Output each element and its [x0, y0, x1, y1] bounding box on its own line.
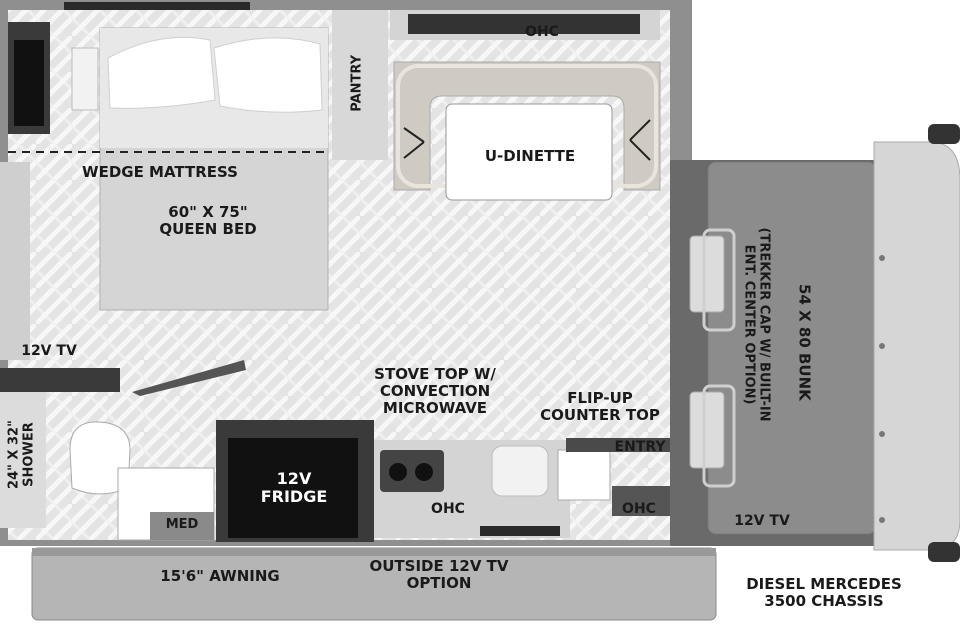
shower	[0, 392, 46, 528]
cab-seat-passenger	[689, 391, 725, 469]
bed-label: 60" X 75" QUEEN BED	[116, 204, 300, 238]
stove-line2: CONVECTION	[379, 381, 491, 400]
bunk-label: 54 X 80 BUNK	[795, 284, 814, 401]
entry-step	[612, 486, 670, 516]
ohc-entry-label: OHC	[622, 501, 656, 517]
flip-line1: FLIP-UP	[567, 389, 633, 407]
bed-size-label: 60" X 75"	[168, 203, 248, 221]
pantry	[332, 10, 388, 160]
med-label: MED	[165, 517, 199, 532]
flip-up-counter	[557, 449, 611, 501]
window-bedroom	[64, 2, 250, 10]
flip-up-label: FLIP-UP COUNTER TOP	[520, 390, 680, 424]
sink	[491, 445, 549, 497]
outside-tv-label: OUTSIDE 12V TV OPTION	[348, 558, 530, 592]
chassis-line2: 3500 CHASSIS	[764, 591, 884, 610]
fridge	[228, 438, 358, 538]
pantry-label: PANTRY	[349, 54, 365, 112]
ohc-top-label: OHC	[525, 24, 559, 40]
outside-tv-line1: OUTSIDE 12V TV	[369, 557, 509, 575]
stove-line1: STOVE TOP W/	[374, 365, 496, 383]
fridge-line1: 12V	[276, 469, 312, 488]
fridge-label: 12V FRIDGE	[240, 470, 348, 506]
chassis-label: DIESEL MERCEDES 3500 CHASSIS	[724, 576, 924, 610]
shower-size-label: 24" X 32"	[6, 420, 22, 489]
u-dinette-seat	[393, 61, 661, 191]
bedroom-tv-label: 12V TV	[21, 343, 77, 359]
shower-name-label: SHOWER	[21, 422, 36, 487]
bunk-note2: ENT. CENTER OPTION)	[742, 244, 757, 405]
flip-line2: COUNTER TOP	[540, 405, 660, 424]
bunk-note1: (TREKKER CAP W/ BUILT-IN	[756, 227, 772, 422]
toilet	[69, 421, 131, 495]
u-dinette-label: U-DINETTE	[484, 147, 576, 165]
fridge-line2: FRIDGE	[260, 486, 328, 506]
dinette-table	[445, 103, 613, 201]
wedge-mattress-label: WEDGE MATTRESS	[82, 163, 238, 181]
cab-seat-driver	[689, 235, 725, 313]
bed-type-label: QUEEN BED	[159, 219, 257, 238]
shower-label: 24" X 32" SHOWER	[6, 413, 36, 497]
stove-top	[380, 450, 444, 492]
ohc-kitchen-label: OHC	[431, 501, 465, 517]
entry-label: ENTRY	[614, 439, 666, 455]
outside-tv-line2: OPTION	[406, 573, 472, 592]
bathroom-door	[132, 360, 246, 396]
chassis-line1: DIESEL MERCEDES	[746, 575, 902, 593]
stove-label: STOVE TOP W/ CONVECTION MICROWAVE	[350, 366, 520, 416]
stove-line3: MICROWAVE	[382, 398, 488, 417]
awning-label: 15'6" AWNING	[160, 567, 280, 585]
bunk-note-label: (TREKKER CAP W/ BUILT-IN ENT. CENTER OPT…	[741, 213, 772, 437]
cab-tv-label: 12V TV	[734, 513, 790, 529]
vehicle-nose	[873, 141, 960, 551]
